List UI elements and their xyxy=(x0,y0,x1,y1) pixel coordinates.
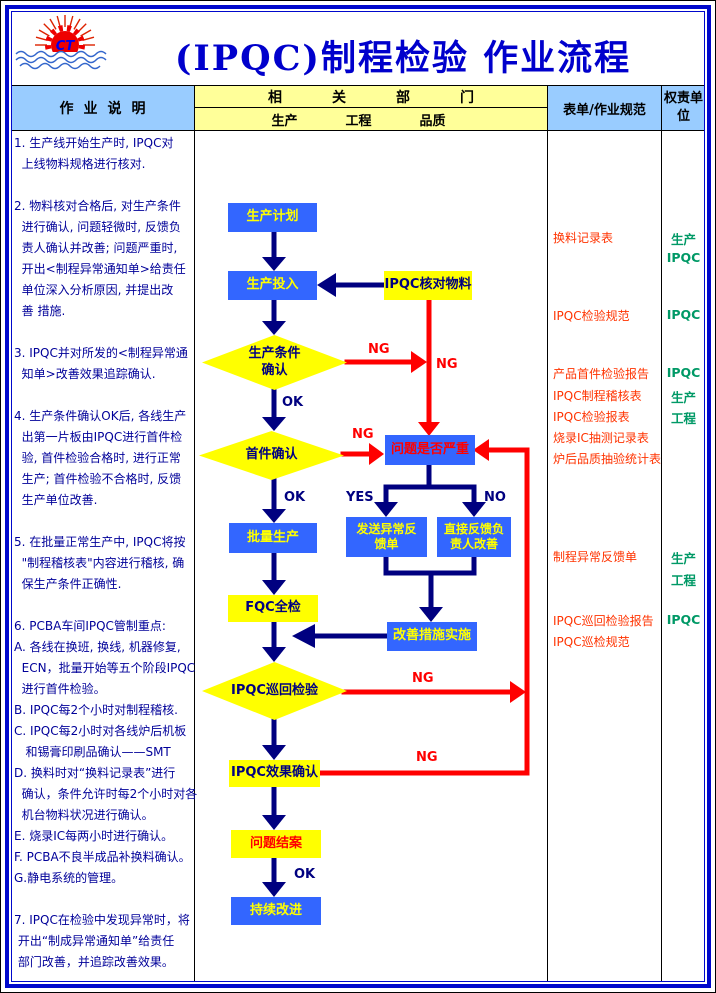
dept-engineering: 工程 xyxy=(345,113,372,129)
form-item: 烧录IC抽测记录表 xyxy=(553,431,649,445)
edge-label-ng: NG xyxy=(436,357,458,372)
waves-icon xyxy=(15,50,107,70)
edge-label-ng: NG xyxy=(416,750,438,765)
column-divider-1 xyxy=(194,85,195,982)
unit-item: 生产 xyxy=(670,232,696,247)
edge-label-ng: NG xyxy=(412,671,434,686)
edge-label-ok: OK xyxy=(294,867,316,882)
column-divider-2 xyxy=(547,85,548,982)
navy-arrows xyxy=(262,230,486,897)
col-header-responsible-unit: 权责单位 xyxy=(662,86,705,130)
unit-item: IPQC xyxy=(666,365,701,380)
work-description-text: 1. 生产线开始生产时, IPQC对 上线物料规格进行核对. 2. 物料核对合格… xyxy=(14,136,198,969)
flow-node-ipqc-material-check: IPQC核对物料 xyxy=(384,271,472,300)
flow-node-batch-production: 批量生产 xyxy=(229,523,317,553)
header-bottom-line xyxy=(11,130,705,131)
page-title: (IPQC)制程检验 作业流程 xyxy=(174,38,632,79)
col-header-work-description: 作业说明 xyxy=(11,86,194,130)
flowchart: 生产计划 生产投入 IPQC核对物料 生产条件 确认 首件确认 问题是否严重 发… xyxy=(194,130,547,982)
unit-item: 工程 xyxy=(670,573,696,588)
form-item: IPQC巡检规范 xyxy=(553,635,630,649)
company-logo: CT xyxy=(14,15,114,76)
table-top-line xyxy=(11,85,705,86)
form-item: IPQC检验报表 xyxy=(553,410,630,424)
edge-label-yes: YES xyxy=(346,490,374,505)
flow-node-fqc-full-inspection: FQC全检 xyxy=(228,595,318,622)
form-item: 产品首件检验报告 xyxy=(553,367,650,381)
red-arrows xyxy=(317,297,530,776)
form-item: IPQC巡回检验报告 xyxy=(553,614,654,628)
flow-node-ipqc-effect-confirm: IPQC效果确认 xyxy=(229,760,320,787)
sun-rays-icon xyxy=(35,15,95,46)
edge-label-ok: OK xyxy=(284,490,306,505)
flow-node-continuous-improvement: 持续改进 xyxy=(231,897,321,925)
col-header-forms-specs: 表单/作业规范 xyxy=(548,86,661,130)
logo-text: CT xyxy=(56,39,76,54)
flow-node-send-abnormal-feedback: 发送异常反 馈单 xyxy=(346,517,427,557)
form-item: IPQC制程稽核表 xyxy=(553,389,642,403)
dept-production: 生产 xyxy=(271,113,298,129)
edge-label-ng: NG xyxy=(352,427,374,442)
subheader-divider xyxy=(195,107,547,108)
form-item: 制程异常反馈单 xyxy=(553,550,638,564)
flow-node-direct-feedback-improve: 直接反馈负 责人改善 xyxy=(437,517,511,557)
unit-item: 工程 xyxy=(670,411,696,426)
unit-item: 生产 xyxy=(670,390,696,405)
column-divider-3 xyxy=(661,85,662,982)
unit-item: 生产 xyxy=(670,551,696,566)
flow-node-problem-closed: 问题结案 xyxy=(231,830,321,858)
flow-node-production-plan: 生产计划 xyxy=(228,203,317,232)
unit-item: IPQC xyxy=(666,250,701,265)
form-item: 换料记录表 xyxy=(553,231,614,245)
form-item: IPQC检验规范 xyxy=(553,309,630,323)
flow-arrows xyxy=(262,230,530,897)
edge-label-ok: OK xyxy=(282,395,304,410)
edge-label-ng: NG xyxy=(368,342,390,357)
flow-node-improvement-implementation: 改善措施实施 xyxy=(387,622,477,651)
flow-node-problem-serious: 问题是否严重 xyxy=(385,435,475,465)
unit-item: IPQC xyxy=(666,307,701,322)
flow-node-production-input: 生产投入 xyxy=(228,271,317,300)
col-subheader-departments: 生产 工程 品质 xyxy=(195,108,547,130)
form-item: 炉后品质抽验统计表 xyxy=(553,452,662,466)
edge-label-no: NO xyxy=(484,490,506,505)
dept-quality: 品质 xyxy=(419,113,446,129)
col-header-related-departments: 相关部门 xyxy=(195,86,547,107)
unit-item: IPQC xyxy=(666,612,701,627)
